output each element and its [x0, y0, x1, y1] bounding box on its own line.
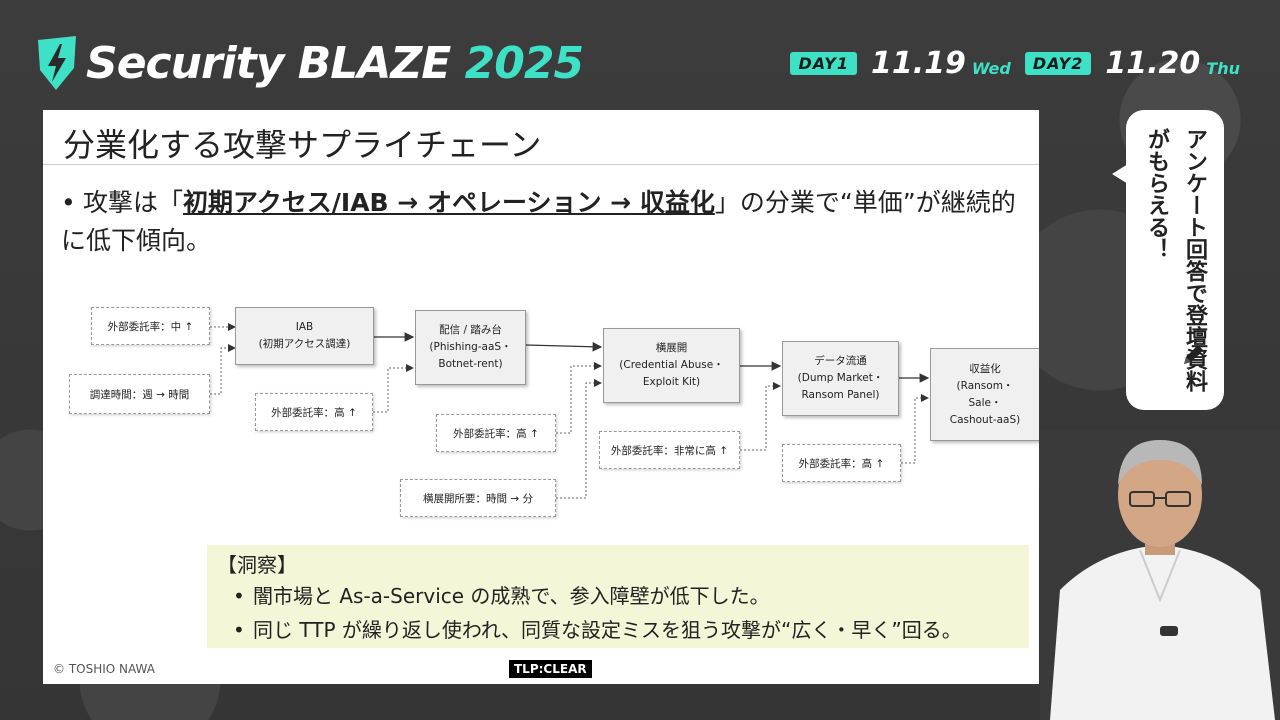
- presentation-slide: 分業化する攻撃サプライチェーン •攻撃は「初期アクセス/IAB → オペレーショ…: [43, 110, 1039, 684]
- box-iab: IAB (初期アクセス調達): [235, 307, 374, 365]
- day1-weekday: Wed: [971, 59, 1011, 78]
- insight-bullet: •: [233, 584, 245, 608]
- slide-title: 分業化する攻撃サプライチェーン: [63, 126, 542, 164]
- bullet-post: 」の分業で“単価”が継続的に低下傾向。: [61, 188, 1016, 255]
- box-monetize: 収益化 (Ransom・ Sale・ Cashout-aaS): [930, 348, 1039, 441]
- insight-text-1: 闇市場と As-a-Service の成熟で、参入障壁が低下した。: [253, 584, 770, 608]
- event-dates: DAY1 11.19 Wed DAY2 11.20 Thu: [790, 46, 1240, 81]
- box-delivery: 配信 / 踏み台 (Phishing-aaS・ Botnet-rent): [415, 310, 526, 385]
- bullet-underline-2: オペレーション → 収益化: [426, 188, 715, 217]
- day2-weekday: Thu: [1206, 59, 1240, 78]
- day2-date: 11.20: [1105, 46, 1201, 81]
- presenter-figure: [1040, 430, 1280, 720]
- tlp-badge: TLP:CLEAR: [509, 660, 592, 678]
- bullet-dot: •: [61, 188, 76, 217]
- title-divider: [43, 164, 1039, 165]
- presenter-video: [1040, 430, 1280, 720]
- survey-callout-text: アンケート回答で登壇資料がもらえる！: [1138, 128, 1214, 398]
- note-procurement-time: 調達時間：週 → 時間: [69, 374, 210, 414]
- box-data-market: データ流通 (Dump Market・ Ransom Panel): [782, 341, 899, 416]
- event-logo: Security BLAZE 2025: [34, 28, 584, 98]
- insight-heading: 【洞察】: [217, 553, 297, 577]
- bullet-underline-1: 初期アクセス/IAB →: [183, 188, 427, 217]
- day1-date: 11.19: [871, 46, 966, 81]
- logo-text: Security BLAZE 2025: [86, 37, 584, 89]
- note-lateral-outsourcing: 外部委託率：高 ↑: [436, 414, 556, 452]
- lightning-shield-icon: [38, 36, 76, 90]
- insight-item: • 闇市場と As-a-Service の成熟で、参入障壁が低下した。: [217, 579, 1019, 613]
- box-lateral: 横展開 (Credential Abuse・ Exploit Kit): [603, 328, 740, 403]
- flow-diagram: IAB (初期アクセス調達) 配信 / 踏み台 (Phishing-aaS・ B…: [43, 280, 1039, 530]
- pencil-icon: [1184, 345, 1203, 364]
- insight-box: 【洞察】 •闇市場と As-a-Service の成熟で、参入障壁が低下した。 …: [207, 545, 1029, 648]
- insight-item: • 同じ TTP が繰り返し使われ、同質な設定ミスを狙う攻撃が“広く・早く”回る。: [217, 613, 1019, 647]
- survey-callout-bubble: アンケート回答で登壇資料がもらえる！: [1112, 110, 1224, 410]
- day1-pill: DAY1: [790, 52, 857, 75]
- note-data-outsourcing: 外部委託率：非常に高 ↑: [599, 431, 740, 469]
- note-monetize-outsourcing: 外部委託率：高 ↑: [782, 444, 901, 482]
- insight-text-2: 同じ TTP が繰り返し使われ、同質な設定ミスを狙う攻撃が“広く・早く”回る。: [253, 618, 962, 642]
- logo-year: 2025: [464, 37, 584, 89]
- insight-bullet: •: [233, 618, 245, 642]
- diagram-arrows: [210, 323, 930, 499]
- note-delivery-outsourcing: 外部委託率：高 ↑: [255, 393, 373, 431]
- main-bullet: •攻撃は「初期アクセス/IAB → オペレーション → 収益化」の分業で“単価”…: [61, 184, 1031, 260]
- day2-pill: DAY2: [1024, 52, 1092, 75]
- bullet-pre: 攻撃は「: [83, 188, 184, 217]
- callout-text: アンケート回答で登壇資料がもらえる！: [1144, 128, 1208, 392]
- note-iab-outsourcing: 外部委託率：中 ↑: [91, 307, 210, 345]
- logo-main: Security BLAZE: [86, 37, 465, 89]
- copyright-text: © TOSHIO NAWA: [53, 662, 155, 676]
- note-lateral-time: 横展開所要：時間 → 分: [400, 479, 556, 517]
